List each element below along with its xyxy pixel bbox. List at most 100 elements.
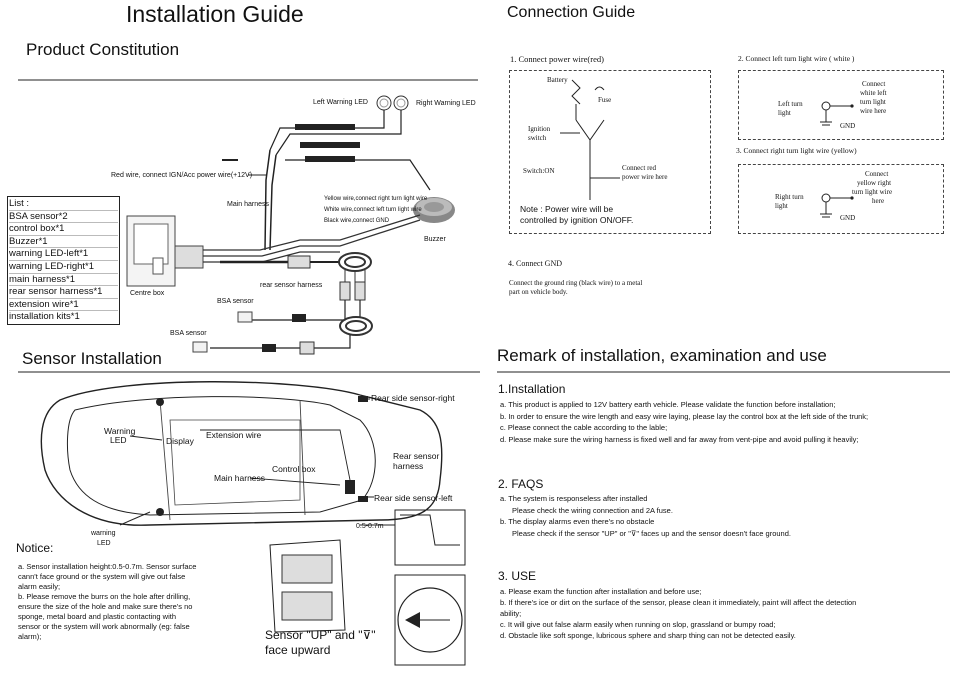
page-title: Installation Guide — [126, 1, 304, 27]
bsa-sensor-label-2: BSA sensor — [170, 330, 207, 337]
main-harness-car-label: Main harness — [214, 473, 266, 483]
battery-label: Battery — [547, 76, 568, 84]
rear-right-label: Rear side sensor-right — [371, 393, 455, 403]
black-wire-label: Black wire,connect GND — [324, 218, 390, 224]
faqs-title: 2. FAQS — [498, 477, 544, 491]
notice-line: ensure the size of the hole and make sur… — [18, 602, 193, 611]
ign-label-2: switch — [528, 134, 547, 142]
use-line: d. Obstacle like soft sponge, lubricous … — [500, 631, 796, 640]
faq-line: b. The display alarms even there's no ob… — [500, 517, 655, 526]
installation-line: b. In order to ensure the wire length an… — [500, 411, 869, 421]
remark-title: Remark of installation, examination and … — [497, 346, 827, 365]
sensor-installation-title: Sensor Installation — [22, 349, 162, 368]
left-led-label: Left Warning LED — [313, 99, 368, 106]
step3-light-2: light — [775, 202, 788, 210]
fuse-label: Fuse — [598, 96, 612, 104]
faq-line: Please check the wiring connection and 2… — [512, 505, 673, 515]
list-item: warning LED-right*1 — [9, 261, 118, 274]
step3-conn-1: Connect — [865, 170, 889, 178]
list-item: warning LED-left*1 — [9, 248, 118, 261]
step2-gnd: GND — [840, 122, 856, 130]
sensor-up-label-2: face upward — [265, 643, 331, 657]
step3-box — [738, 164, 944, 234]
step2-conn-1: Connect — [862, 80, 886, 88]
connect-red-label-1: Connect red — [622, 164, 657, 172]
step1-box — [509, 70, 711, 234]
warning-led-top-label: Warning — [104, 426, 136, 436]
switch-on-label: Switch:ON — [523, 167, 555, 175]
white-wire-label: White wire,connect left turn light wire — [324, 207, 422, 213]
step3-conn-4: here — [872, 197, 885, 205]
installation-line: a. This product is applied to 12V batter… — [500, 400, 836, 409]
step4-title: 4. Connect GND — [508, 259, 562, 268]
list-item: control box*1 — [9, 223, 118, 236]
faq-line: Please check if the sensor "UP" or "⊽" f… — [512, 528, 791, 538]
use-line: b. If there's ice or dirt on the surface… — [500, 598, 857, 607]
step3-title: 3. Connect right turn light wire (yellow… — [736, 146, 857, 155]
step3-conn-2: yellow right — [857, 179, 892, 187]
list-item: extension wire*1 — [9, 299, 118, 312]
parts-list: List : BSA sensor*2 control box*1 Buzzer… — [7, 196, 120, 325]
notice-title: Notice: — [16, 541, 54, 555]
red-wire-label: Red wire, connect IGN/Acc power wire(+12… — [111, 172, 253, 179]
notice-line: a. Sensor installation height:0.5-0.7m. … — [18, 562, 197, 571]
warning-led-bottom-label-2: LED — [97, 540, 111, 547]
step2-conn-3: turn light — [860, 98, 886, 106]
step4-line-2: part on vehicle body. — [509, 288, 568, 296]
list-header: List : — [9, 198, 118, 211]
notice-line: cann't face ground or the system will gi… — [18, 572, 186, 581]
main-harness-label: Main harness — [227, 201, 270, 208]
product-title: Product Constitution — [26, 40, 180, 59]
ign-label-1: Ignition — [528, 125, 551, 133]
rear-harness-label-1: Rear sensor — [393, 451, 440, 461]
step3-gnd: GND — [840, 214, 856, 222]
step2-light-2: light — [778, 109, 791, 117]
right-led-label: Right Warning LED — [416, 100, 476, 107]
notice-line: alarm easily; — [18, 582, 61, 591]
step2-light-1: Left turn — [778, 100, 803, 108]
step4-line-1: Connect the ground ring (black wire) to … — [509, 279, 643, 287]
use-line: c. It will give out false alarm easily w… — [500, 620, 776, 629]
installation-line: c. Please connect the cable according to… — [500, 423, 668, 432]
notice-line: sensor or the system will work abnormall… — [18, 622, 190, 631]
list-item: rear sensor harness*1 — [9, 286, 118, 299]
connect-red-label-2: power wire here — [622, 173, 668, 181]
installation-text: a. This product is applied to 12V batter… — [500, 399, 868, 445]
step2-conn-4: wire here — [860, 107, 887, 115]
step2-box — [738, 70, 944, 140]
rear-left-label: Rear side sensor-left — [374, 493, 453, 503]
step3-light-1: Right turn — [775, 193, 804, 201]
extension-wire-label: Extension wire — [206, 430, 262, 440]
warning-led-bottom-label: warning — [91, 530, 116, 537]
use-line: a. Please exam the function after instal… — [500, 587, 702, 596]
rear-harness-label: rear sensor harness — [260, 282, 323, 289]
step2-title: 2. Connect left turn light wire ( white … — [738, 54, 855, 63]
centre-box-label: Centre box — [130, 290, 165, 297]
use-line: ability; — [500, 609, 522, 618]
list-item: main harness*1 — [9, 274, 118, 287]
connection-guide-title: Connection Guide — [507, 4, 636, 21]
list-item: BSA sensor*2 — [9, 211, 118, 224]
installation-title: 1.Installation — [498, 382, 566, 396]
step1-note-2: controlled by ignition ON/OFF. — [520, 215, 634, 225]
buzzer-label: Buzzer — [424, 236, 446, 243]
rear-harness-label-2: harness — [393, 461, 424, 471]
display-label: Display — [166, 436, 194, 446]
yellow-wire-label: Yellow wire,connect right turn light wir… — [324, 196, 428, 202]
step1-title: 1. Connect power wire(red) — [510, 54, 604, 64]
bsa-sensor-label-1: BSA sensor — [217, 298, 254, 305]
notice-text: a. Sensor installation height:0.5-0.7m. … — [18, 562, 196, 642]
notice-line: b. Please remove the burrs on the hole a… — [18, 592, 191, 601]
list-item: installation kits*1 — [9, 311, 80, 323]
sensor-up-label: Sensor "UP" and "⊽" — [265, 628, 376, 642]
control-box-label: Control box — [272, 464, 316, 474]
notice-line: alarm); — [18, 632, 42, 641]
faqs-text: a. The system is responseless after inst… — [500, 493, 791, 539]
use-title: 3. USE — [498, 569, 537, 583]
step1-note-1: Note : Power wire will be — [520, 204, 614, 214]
use-text: a. Please exam the function after instal… — [500, 586, 856, 641]
faq-line: a. The system is responseless after inst… — [500, 494, 648, 503]
list-item: Buzzer*1 — [9, 236, 118, 249]
step2-conn-2: white left — [860, 89, 887, 97]
